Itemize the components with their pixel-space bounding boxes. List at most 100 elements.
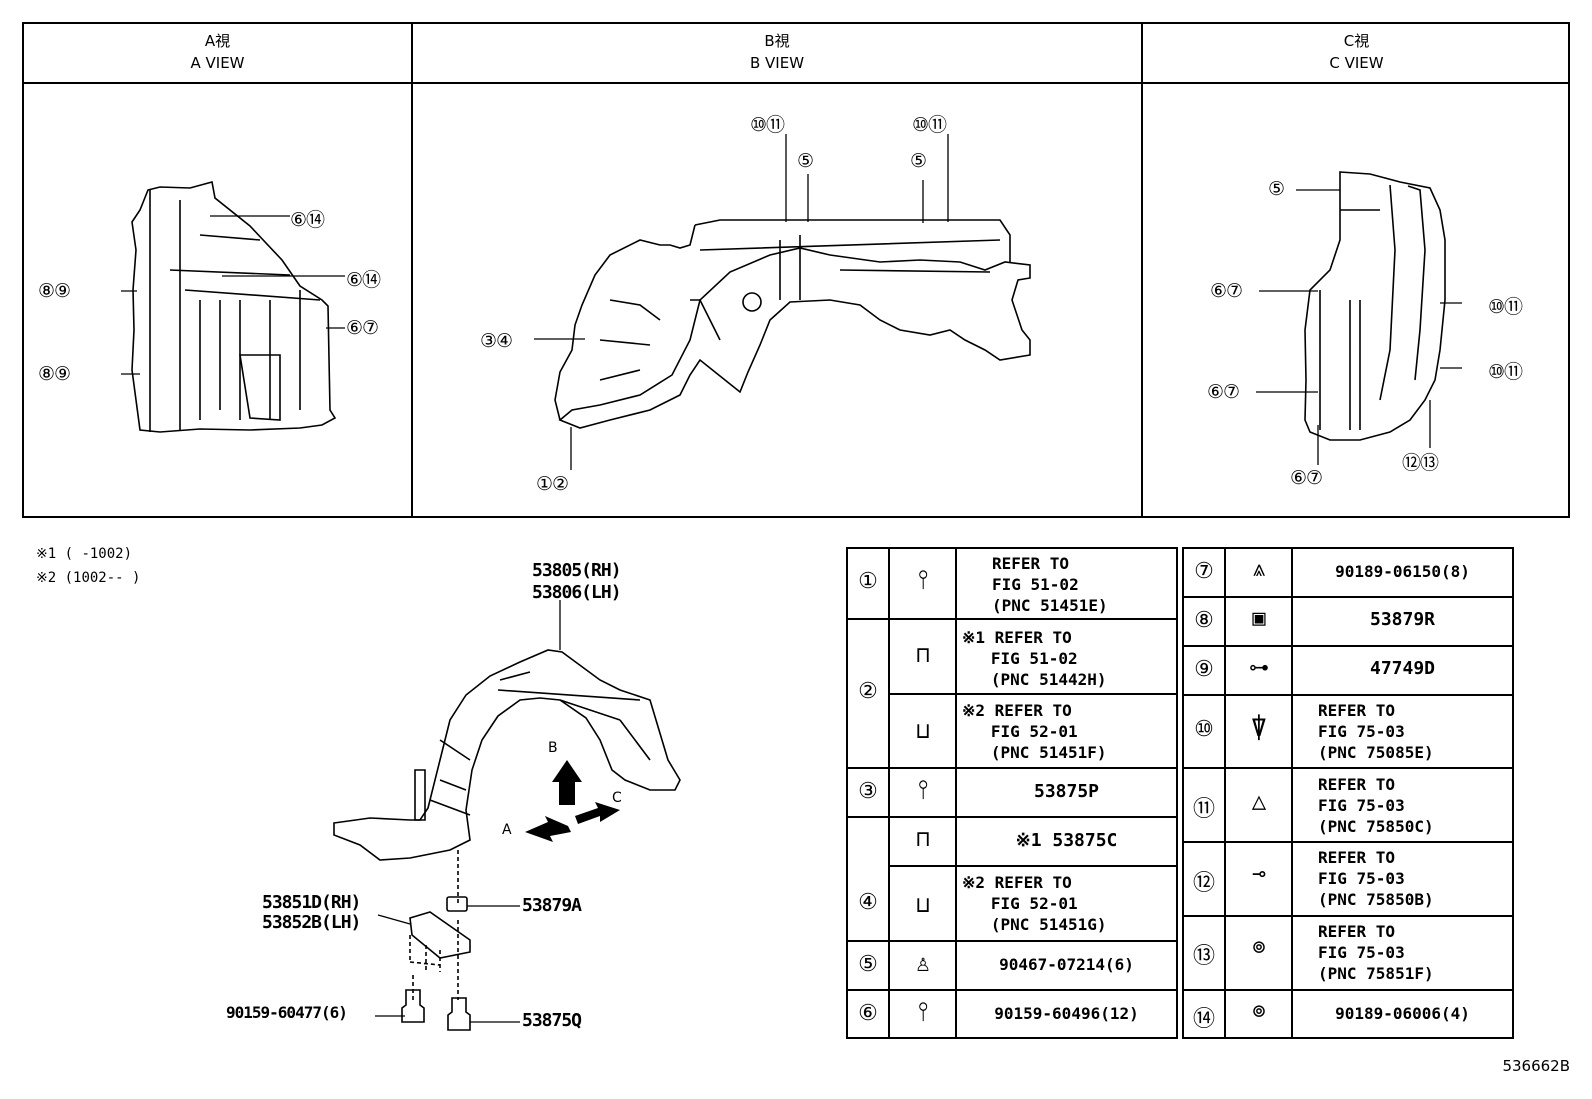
- view-a-title-jp: A視: [204, 32, 231, 50]
- legend-text-4a: ※1 53875C: [1015, 830, 1118, 851]
- view-a-title: A視 A VIEW: [24, 30, 411, 74]
- nut-clip-icon: ⊔: [916, 893, 930, 918]
- legend-num-1: ①: [858, 569, 878, 594]
- legend-text-8: 53879R: [1369, 609, 1436, 630]
- b-view-liner-drawing: [558, 247, 1031, 429]
- nut-icon: ⊚: [1252, 935, 1266, 960]
- c-view-liner-drawing: [1304, 171, 1446, 441]
- legend-text-5: 90467-07214(6): [999, 955, 1134, 974]
- legend-num-4: ④: [858, 890, 878, 915]
- arrow-b-icon: [552, 760, 582, 805]
- legend-num-7: ⑦: [1194, 559, 1214, 584]
- nut-icon: ⊚: [1252, 999, 1266, 1024]
- legend-text-7: 90189-06150(8): [1335, 562, 1470, 581]
- legend-text-9: 47749D: [1369, 658, 1436, 679]
- view-b-title-en: B VIEW: [749, 54, 805, 72]
- callout-c-4: ⑩⑪: [1488, 361, 1523, 383]
- retainer-icon: ▣: [1252, 606, 1266, 631]
- nut-clip-icon: ⊔: [916, 719, 930, 744]
- legend-text-3: 53875P: [1033, 781, 1100, 802]
- callout-c-7: ⑥⑦: [1290, 467, 1323, 489]
- callout-b-4: ⑤: [910, 150, 927, 172]
- views-frame: A視 A VIEW B視 B VIEW C視 C VIEW: [22, 22, 1570, 518]
- part-label-bracket: 53851D(RH) 53852B(LH): [262, 892, 361, 933]
- view-divider: [411, 24, 413, 516]
- arrow-a-label: A: [502, 822, 512, 838]
- legend-text-13: REFER TO FIG 75-03 (PNC 75851F): [1318, 922, 1434, 983]
- view-a-title-en: A VIEW: [190, 54, 245, 72]
- callout-c-1: ⑤: [1268, 178, 1285, 200]
- callout-a-5: ⑧⑨: [38, 363, 71, 385]
- direction-arrows: [525, 760, 620, 842]
- legend-num-8: ⑧: [1194, 608, 1214, 633]
- legend-num-12: ⑫: [1192, 871, 1215, 896]
- callout-b-3: ⑩⑪: [912, 114, 947, 136]
- part-label-bolt-left: 90159-60477(6): [226, 1003, 348, 1022]
- view-header-row: [24, 24, 1568, 84]
- legend-num-5: ⑤: [858, 952, 878, 977]
- callout-a-2: ⑥⑭: [346, 269, 381, 291]
- callout-c-2: ⑥⑦: [1210, 280, 1243, 302]
- fender-liner-drawing: [333, 649, 681, 861]
- legend-grid-lines: [846, 547, 1514, 1039]
- legend-text-4b: ※2 REFER TO FIG 52-01 (PNC 51451G): [962, 873, 1107, 934]
- legend-num-14: ⑭: [1192, 1007, 1215, 1032]
- note-2: ※2 (1002-- ): [36, 570, 141, 586]
- arrow-c-label: C: [612, 790, 622, 806]
- nut-clip-icon: ⊓: [916, 643, 930, 668]
- callout-b-6: ①②: [536, 473, 569, 495]
- bolt-icon: ⫯: [917, 997, 929, 1027]
- nut-clip-icon: ⊓: [916, 827, 930, 852]
- legend-text-2a: ※1 REFER TO FIG 51-02 (PNC 51442H): [962, 628, 1107, 689]
- callout-a-4: ⑥⑦: [346, 317, 379, 339]
- screw-washer-icon: ♙: [915, 949, 931, 977]
- legend-contents: ① ⫯ REFER TO FIG 51-02 (PNC 51451E) ② ⊓ …: [846, 547, 1514, 1039]
- callout-b-5: ③④: [480, 330, 513, 352]
- a-view-liner-drawing: [131, 180, 337, 433]
- bolt-icon: ⫯: [917, 565, 929, 595]
- screw-icon: ⍒: [1251, 714, 1267, 742]
- figure-id: 536662B: [1502, 1057, 1570, 1075]
- bolt-icon: ⫯: [917, 775, 929, 805]
- part-label-liner: 53805(RH) 53806(LH): [532, 560, 622, 603]
- view-c-title: C視 C VIEW: [1143, 30, 1570, 74]
- legend-text-14: 90189-06006(4): [1335, 1004, 1470, 1023]
- tapping-screw-icon: ⊸: [1252, 862, 1266, 887]
- view-c-title-en: C VIEW: [1329, 54, 1384, 72]
- callout-a-3: ⑧⑨: [38, 280, 71, 302]
- legend-text-11: REFER TO FIG 75-03 (PNC 75850C): [1318, 775, 1434, 836]
- arrow-b-label: B: [548, 740, 558, 756]
- callout-c-6: ⑫⑬: [1402, 452, 1439, 474]
- legend-num-2: ②: [858, 679, 878, 704]
- arrow-c-icon: [575, 802, 620, 824]
- legend-grid: [846, 547, 1514, 1039]
- push-clip-icon: ⩓: [1252, 557, 1266, 582]
- view-divider: [1141, 24, 1143, 516]
- legend-num-3: ③: [858, 779, 878, 804]
- callout-c-5: ⑥⑦: [1207, 381, 1240, 403]
- cone-clip-icon: △: [1251, 787, 1267, 815]
- part-label-bolt-right: 53875Q: [522, 1010, 582, 1031]
- legend-text-6: 90159-60496(12): [994, 1004, 1139, 1023]
- callout-c-3: ⑩⑪: [1488, 296, 1523, 318]
- grommet-icon: ⊶: [1249, 655, 1269, 679]
- view-b-title: B視 B VIEW: [413, 30, 1141, 74]
- legend-num-11: ⑪: [1192, 797, 1215, 822]
- callout-b-2: ⑤: [797, 150, 814, 172]
- part-label-clip: 53879A: [522, 895, 582, 916]
- legend-text-1: REFER TO FIG 51-02 (PNC 51451E): [992, 554, 1108, 615]
- note-1: ※1 ( -1002): [36, 546, 133, 562]
- legend-text-2b: ※2 REFER TO FIG 52-01 (PNC 51451F): [962, 701, 1107, 762]
- legend-num-10: ⑩: [1194, 717, 1214, 742]
- callout-a-1: ⑥⑭: [290, 209, 325, 231]
- view-c-title-jp: C視: [1343, 32, 1370, 50]
- legend-num-13: ⑬: [1192, 944, 1215, 969]
- legend-text-12: REFER TO FIG 75-03 (PNC 75850B): [1318, 848, 1434, 909]
- view-b-title-jp: B視: [764, 32, 790, 50]
- bracket-drawing: [409, 911, 471, 959]
- arrow-a-icon: [525, 816, 571, 842]
- legend-num-6: ⑥: [858, 1001, 878, 1026]
- legend-text-10: REFER TO FIG 75-03 (PNC 75085E): [1318, 701, 1434, 762]
- legend-num-9: ⑨: [1194, 657, 1214, 682]
